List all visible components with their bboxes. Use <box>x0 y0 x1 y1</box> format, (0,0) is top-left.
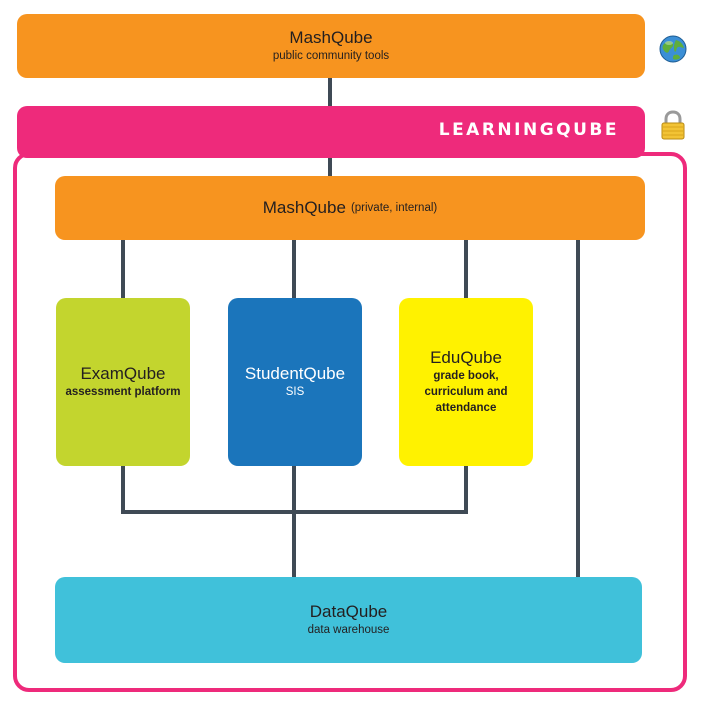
examqube-subtitle: assessment platform <box>65 386 181 398</box>
mashqube-private-box: MashQube (private, internal) <box>55 176 645 240</box>
dataqube-title: DataQube <box>309 602 388 621</box>
lock-icon <box>661 110 685 140</box>
studentqube-title: StudentQube <box>244 364 346 383</box>
globe-icon <box>659 35 687 63</box>
eduqube-box: EduQube grade book, curriculum and atten… <box>399 298 533 466</box>
mashqube-public-subtitle: public community tools <box>272 50 390 62</box>
dataqube-box: DataQube data warehouse <box>55 577 642 663</box>
eduqube-subtitle-line: curriculum and <box>424 386 508 398</box>
connector-private-to-eduqube <box>464 240 468 300</box>
mashqube-private-title: MashQube <box>262 198 346 217</box>
eduqube-subtitle-line: grade book, <box>433 370 499 382</box>
connector-private-to-studentqube <box>292 240 296 300</box>
learningqube-title: LEARNINGQUBE <box>438 120 619 140</box>
mashqube-private-qualifier: (private, internal) <box>350 202 438 214</box>
connector-eduqube-down <box>464 466 468 513</box>
dataqube-subtitle: data warehouse <box>307 624 390 636</box>
eduqube-title: EduQube <box>430 348 502 367</box>
eduqube-subtitle-line: attendance <box>435 402 497 414</box>
mashqube-public-box: MashQube public community tools <box>17 14 645 78</box>
studentqube-subtitle: SIS <box>285 386 305 398</box>
connector-examqube-down <box>121 466 125 513</box>
connector-studentqube-to-dataqube <box>292 466 296 578</box>
mashqube-public-title: MashQube <box>289 28 373 47</box>
connector-private-to-examqube <box>121 240 125 300</box>
learningqube-header: LEARNINGQUBE <box>17 106 645 158</box>
examqube-title: ExamQube <box>80 364 166 383</box>
connector-private-to-dataqube <box>576 240 580 579</box>
examqube-box: ExamQube assessment platform <box>56 298 190 466</box>
studentqube-box: StudentQube SIS <box>228 298 362 466</box>
